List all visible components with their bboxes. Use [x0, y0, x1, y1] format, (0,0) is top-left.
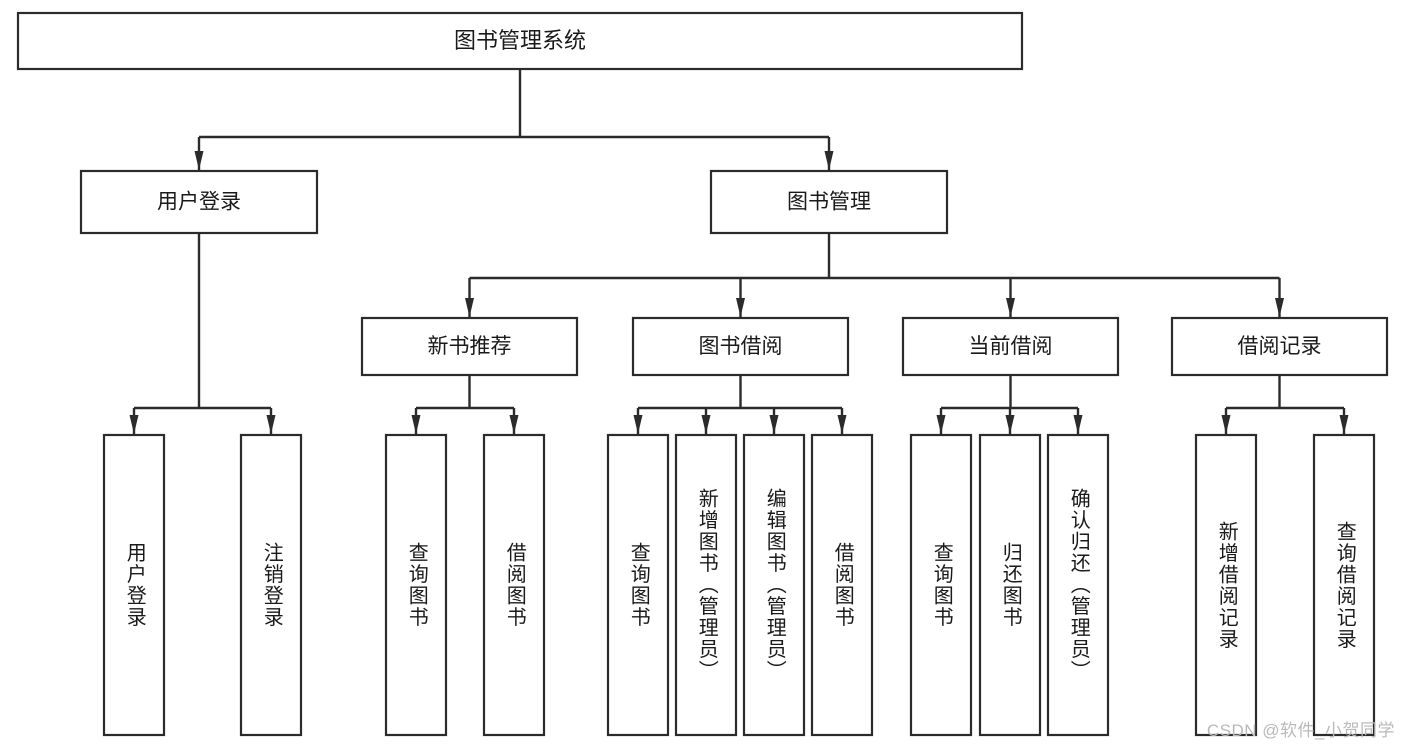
node-user-login-rect[interactable] [79, 169, 319, 235]
node-leaf-edit-book-admin-rect[interactable] [742, 433, 806, 737]
node-leaf-return-book-rect[interactable] [978, 433, 1042, 737]
node-leaf-add-borrow-record-rect[interactable] [1194, 433, 1258, 737]
arrow-to-leaf-query-book-current [936, 415, 946, 434]
node-leaf-user-logout-rect[interactable] [239, 433, 303, 737]
node-new-book-recommend-label: 新书推荐 [428, 335, 512, 358]
arrow-to-leaf-query-borrow-record [1339, 415, 1349, 434]
node-leaf-query-book-rec-rect[interactable] [384, 433, 448, 737]
node-current-borrow-rect[interactable] [901, 316, 1120, 377]
node-book-management-label: 图书管理 [787, 191, 871, 214]
arrow-to-user-login [194, 151, 204, 170]
node-book-borrow[interactable]: 图书借阅 [631, 316, 850, 377]
arrow-to-leaf-user-logout [266, 415, 276, 434]
node-leaf-user-login-rect[interactable] [102, 433, 166, 737]
node-root-rect[interactable] [16, 11, 1024, 71]
node-leaf-query-book-borrow-rect[interactable] [606, 433, 670, 737]
node-root-label: 图书管理系统 [454, 28, 586, 53]
arrow-to-book-borrow [736, 298, 745, 317]
node-leaf-borrow-book-rect[interactable] [810, 433, 874, 737]
node-user-login[interactable]: 用户登录 [79, 169, 319, 235]
node-borrow-record-label: 借阅记录 [1238, 335, 1322, 358]
arrow-to-borrow-record [1275, 298, 1284, 317]
node-new-book-recommend-rect[interactable] [360, 316, 579, 377]
node-new-book-recommend[interactable]: 新书推荐 [360, 316, 579, 377]
node-leaf-add-book-admin-rect[interactable] [674, 433, 738, 737]
node-book-management[interactable]: 图书管理 [709, 169, 949, 235]
arrow-to-book-management [824, 151, 834, 170]
arrow-to-leaf-borrow-book-rec [509, 415, 519, 434]
node-book-management-rect[interactable] [709, 169, 949, 235]
watermark: CSDN @软件_小贺同学 [1206, 721, 1395, 740]
arrow-to-leaf-query-book-borrow [633, 415, 643, 434]
node-book-borrow-rect[interactable] [631, 316, 850, 377]
node-leaf-query-borrow-record-rect[interactable] [1312, 433, 1376, 737]
arrow-to-leaf-return-book [1005, 415, 1015, 434]
node-leaf-query-book-current-rect[interactable] [909, 433, 973, 737]
arrow-to-leaf-borrow-book [837, 415, 847, 434]
node-leaf-borrow-book-rec-rect[interactable] [482, 433, 546, 737]
arrow-to-leaf-add-book-admin [701, 415, 711, 434]
node-leaf-confirm-return-admin-rect[interactable] [1046, 433, 1110, 737]
node-current-borrow-label: 当前借阅 [969, 335, 1053, 358]
arrow-to-leaf-user-login [129, 415, 139, 434]
arrow-to-current-borrow [1006, 298, 1015, 317]
arrow-to-new-book-recommend [465, 298, 474, 317]
node-borrow-record[interactable]: 借阅记录 [1170, 316, 1389, 377]
connector-layer [129, 69, 1349, 434]
node-borrow-record-rect[interactable] [1170, 316, 1389, 377]
node-book-borrow-label: 图书借阅 [699, 335, 783, 358]
node-root[interactable]: 图书管理系统 [16, 11, 1024, 71]
node-current-borrow[interactable]: 当前借阅 [901, 316, 1120, 377]
node-user-login-label: 用户登录 [157, 191, 241, 214]
arrow-to-leaf-confirm-return-admin [1073, 415, 1083, 434]
arrow-to-leaf-edit-book-admin [769, 415, 779, 434]
arrow-to-leaf-add-borrow-record [1221, 415, 1231, 434]
arrow-to-leaf-query-book-rec [411, 415, 421, 434]
